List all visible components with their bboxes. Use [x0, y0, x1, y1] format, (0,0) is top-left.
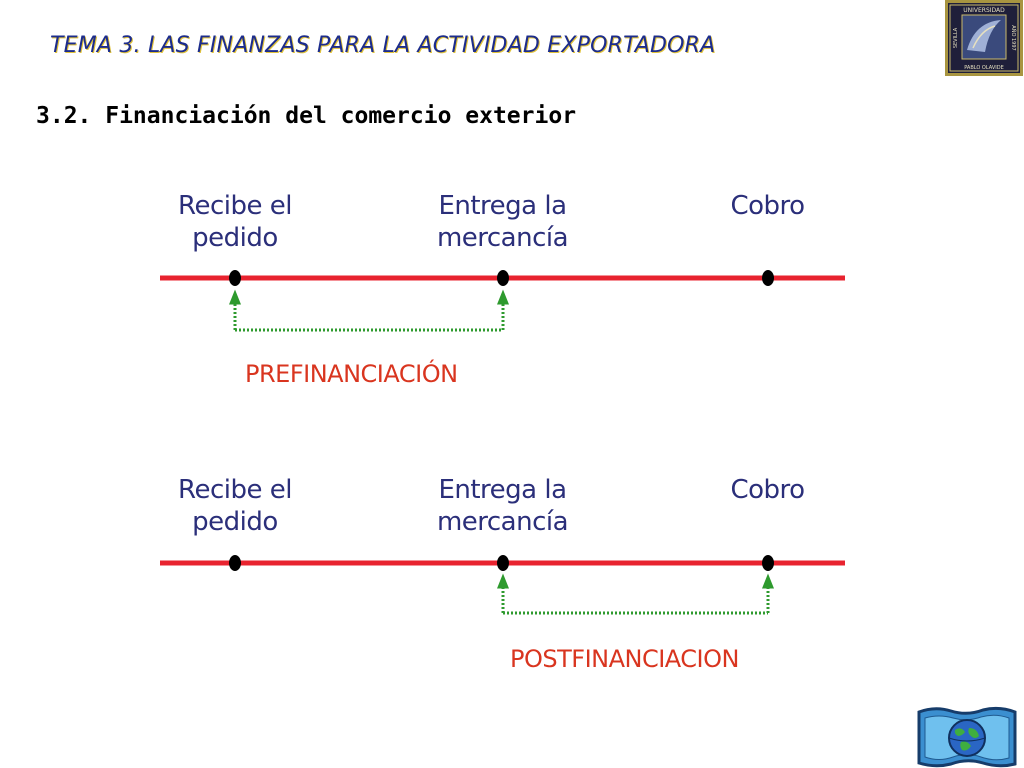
event-dot	[497, 270, 509, 286]
event-dot	[229, 555, 241, 571]
seal-left-text: SEVILLA	[953, 27, 959, 48]
event-label-recibe-pedido: Recibe el pedido	[178, 475, 292, 537]
postfinanciacion-label: POSTFINANCIACION	[510, 645, 739, 673]
seal-top-text: UNIVERSIDAD	[963, 7, 1005, 14]
event-label-cobro: Cobro	[730, 475, 805, 505]
globe-icon[interactable]	[915, 706, 1019, 768]
page-title: TEMA 3. LAS FINANZAS PARA LA ACTIVIDAD E…	[50, 33, 716, 58]
event-label-cobro: Cobro	[730, 191, 805, 221]
event-label-entrega-mercancia: Entrega la mercancía	[436, 475, 569, 537]
prefinanciacion-label: PREFINANCIACIÓN	[245, 360, 458, 388]
seal-bottom-text: PABLO OLAVIDE	[964, 65, 1004, 71]
event-dot	[762, 270, 774, 286]
section-heading: 3.2. Financiación del comercio exterior	[36, 103, 577, 129]
event-dot	[762, 555, 774, 571]
event-label-entrega-mercancia: Entrega la mercancía	[436, 191, 569, 253]
seal-right-text: AÑO 1997	[1010, 25, 1017, 50]
event-label-recibe-pedido: Recibe el pedido	[178, 191, 292, 253]
university-seal-icon: UNIVERSIDAD PABLO OLAVIDE SEVILLA AÑO 19…	[945, 0, 1023, 76]
event-dot	[229, 270, 241, 286]
event-dot	[497, 555, 509, 571]
